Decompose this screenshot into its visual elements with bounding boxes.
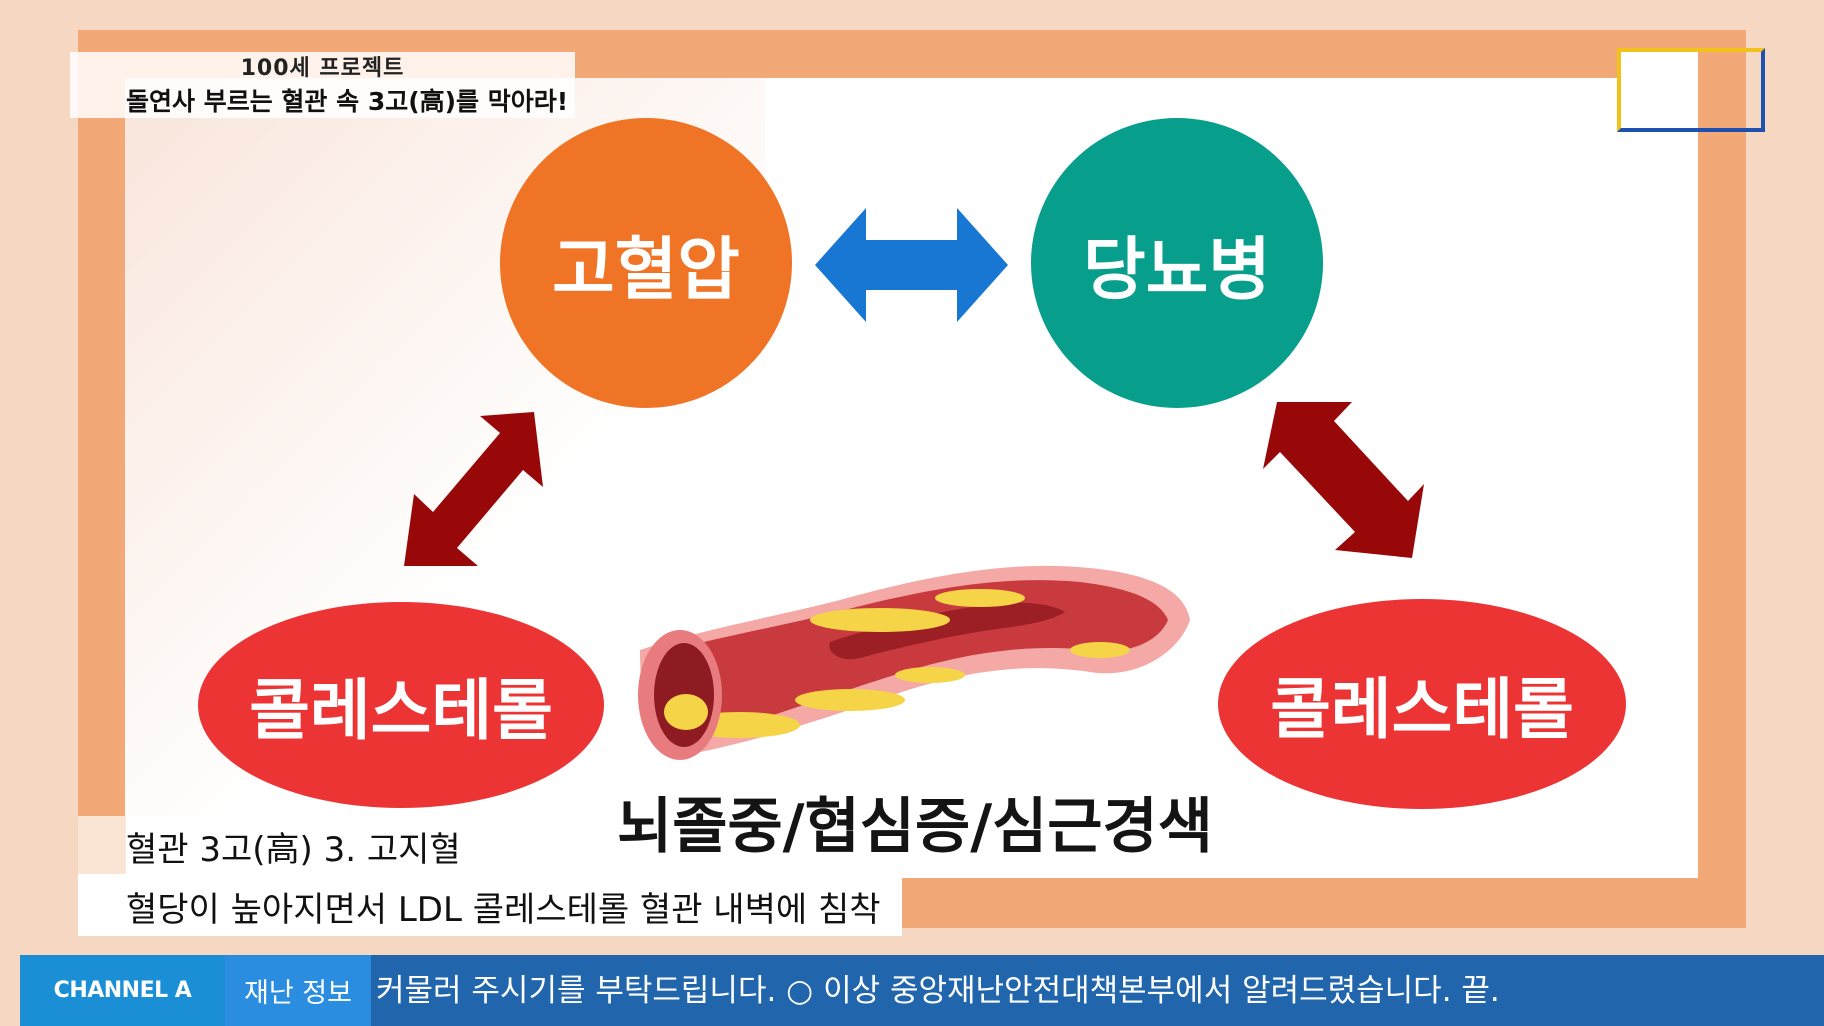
program-subtitle: 돌연사 부르는 혈관 속 3고(高)를 막아라! (126, 87, 569, 116)
cholesterol-ellipse-left: 콜레스테롤 (198, 602, 604, 808)
left-double-arrow (404, 412, 543, 566)
broadcast-logo-frame (1617, 48, 1765, 132)
lower-third-title-box (78, 816, 466, 874)
lower-third-accent (78, 816, 126, 874)
hypertension-label: 고혈압 (552, 230, 740, 310)
blue-double-arrow (815, 208, 1008, 322)
program-title-box (70, 52, 575, 118)
cholesterol-label-left: 콜레스테롤 (249, 672, 553, 749)
lower-third-subtitle: 혈당이 높아지면서 LDL 콜레스테롤 혈관 내벽에 침착 (126, 890, 881, 930)
hypertension-circle: 고혈압 (500, 118, 792, 408)
diabetes-circle: 당뇨병 (1031, 118, 1323, 408)
lower-third-title: 혈관 3고(高) 3. 고지혈 (126, 830, 461, 870)
lower-third-subtitle-box (78, 874, 902, 936)
ticker-text: 커물러 주시기를 부탁드립니다. ○ 이상 중앙재난안전대책본부에서 알려드렸습… (376, 973, 1500, 1009)
program-name: 100세 프로젝트 (240, 56, 405, 81)
cholesterol-ellipse-right: 콜레스테롤 (1218, 599, 1626, 809)
blood-vessel-illustration (638, 565, 1190, 760)
disease-caption: 뇌졸중/협심증/심근경색 (617, 792, 1213, 862)
diabetes-label: 당뇨병 (1083, 230, 1271, 310)
channel-logo: CHANNEL A (20, 955, 225, 1026)
broadcast-logo-fill (1621, 52, 1698, 128)
cholesterol-label-right: 콜레스테롤 (1270, 671, 1574, 748)
right-double-arrow (1263, 402, 1424, 558)
ticker-label: 재난 정보 (225, 955, 371, 1026)
